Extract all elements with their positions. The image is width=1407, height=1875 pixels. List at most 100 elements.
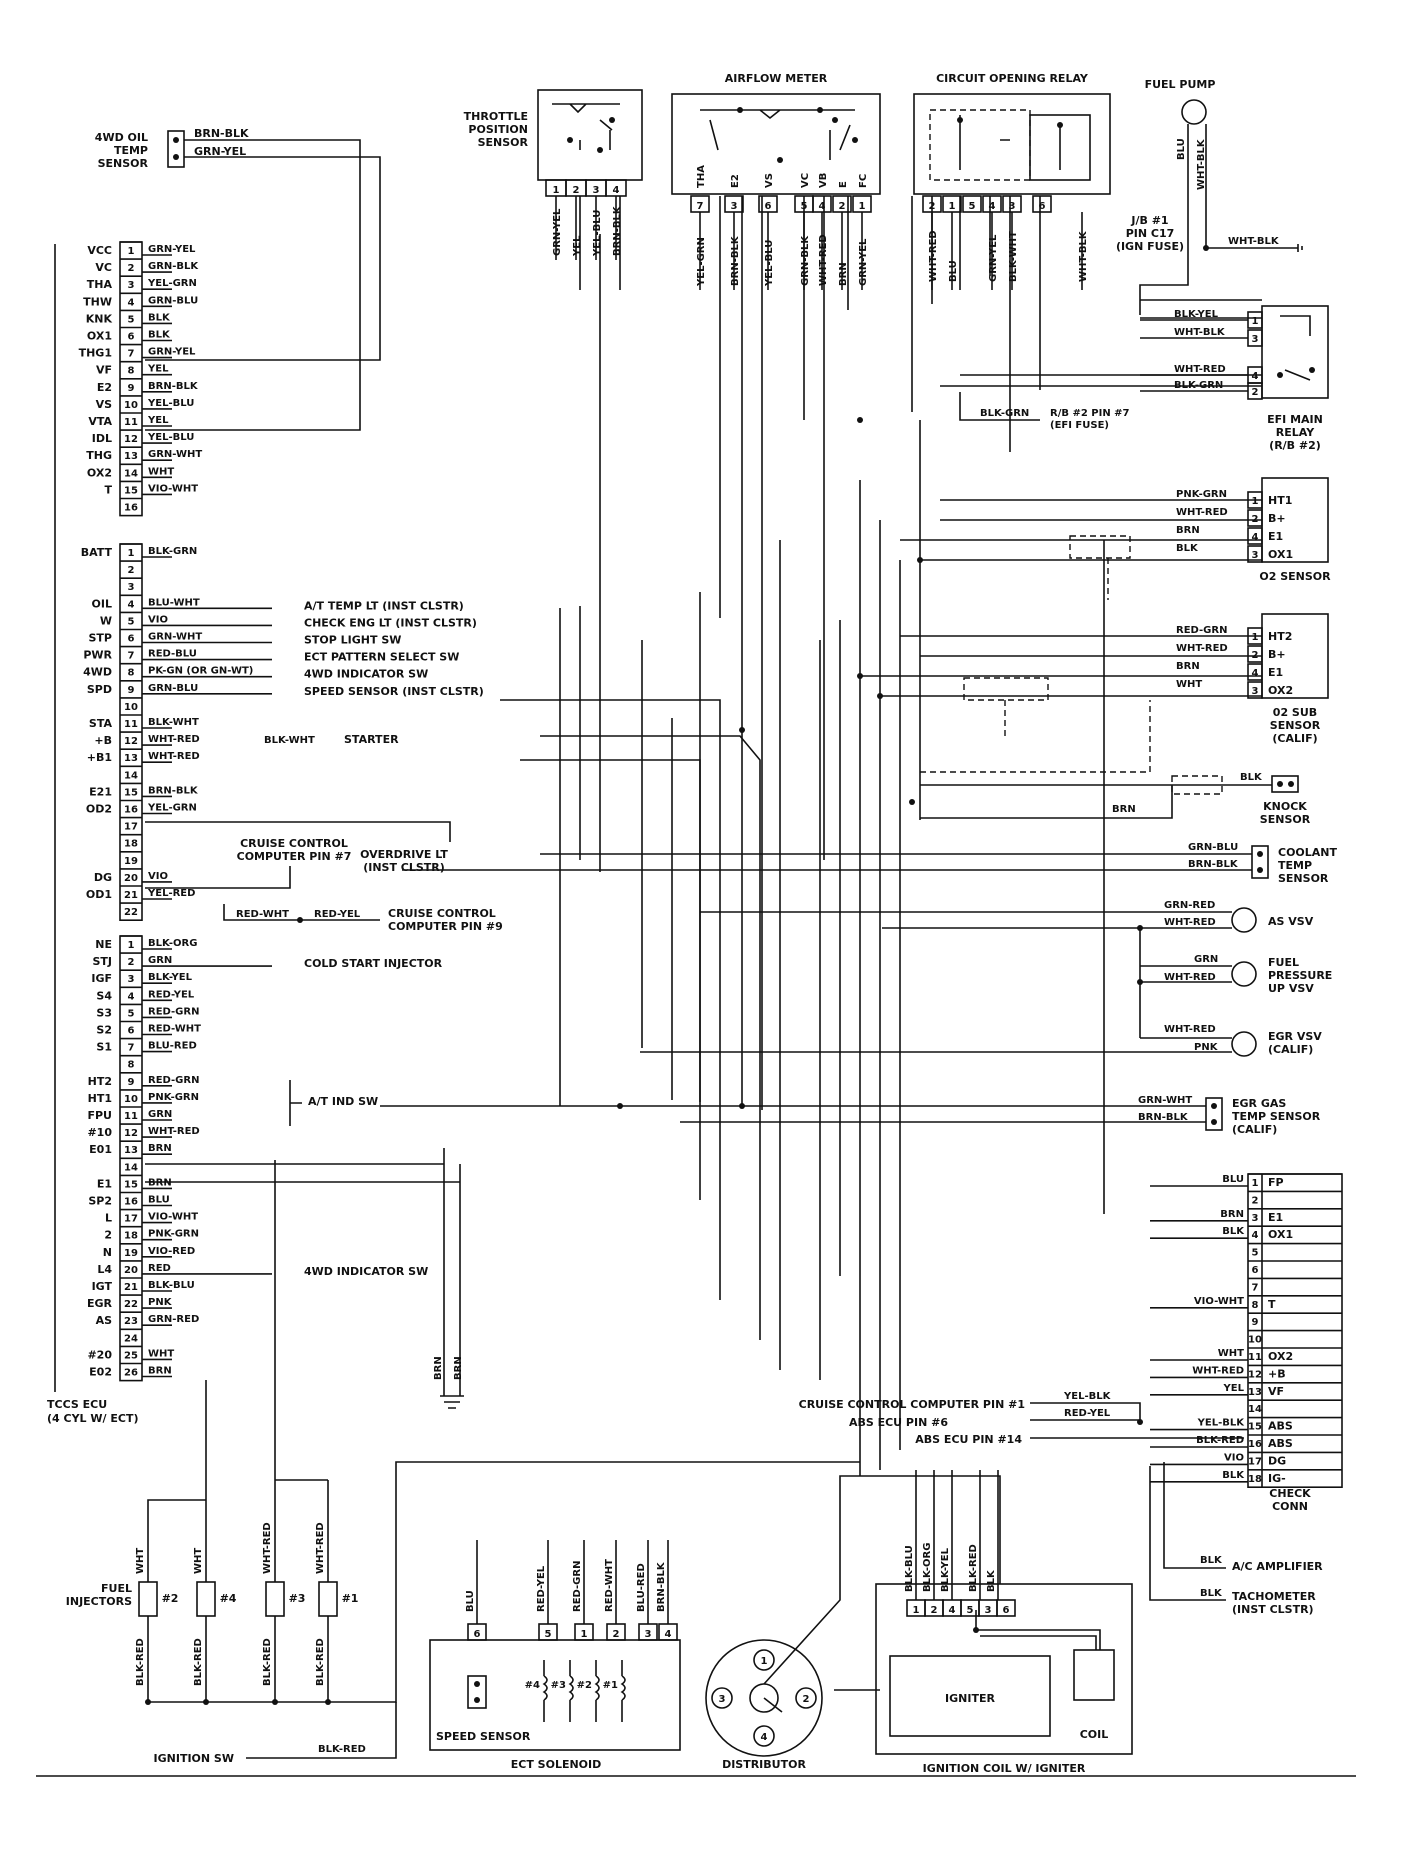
ecu-wire-color: BLK-YEL (148, 972, 193, 983)
tps-label-2: POSITION (468, 123, 528, 136)
fp-vsv-wire-2: WHT-RED (1164, 972, 1216, 983)
ecu-pin-number: 12 (124, 736, 138, 747)
ecu-wire-color: PNK-GRN (148, 1092, 199, 1103)
ecu-wire-color: GRN-RED (148, 1314, 199, 1325)
fuel-pump-ground-wire: WHT-BLK (1228, 236, 1280, 247)
o2-terminal: E1 (1268, 530, 1283, 543)
ecu-wire-color: BRN (148, 1366, 172, 1377)
check-pin-number: 13 (1248, 1387, 1262, 1398)
ecu-signal: SPD (87, 683, 112, 696)
oil-temp-label-3: SENSOR (98, 157, 149, 170)
o2sub-wire-color: BRN (1176, 661, 1200, 672)
ecu-wire-color: BLK-WHT (148, 717, 199, 728)
tps-wire-color: YEL-BLU (592, 210, 603, 257)
egr-temp-label-1: EGR GAS (1232, 1097, 1286, 1110)
inj-label-2: INJECTORS (66, 1595, 132, 1608)
overdrive-label-1: OVERDRIVE LT (360, 848, 448, 861)
ecu-signal: DG (94, 871, 112, 884)
cor-wire-color: WHT-BLK (1078, 230, 1089, 282)
injector-top-wire-color: WHT-RED (262, 1522, 273, 1574)
injector-body (318, 1581, 338, 1617)
igniter-pin-number: 4 (949, 1605, 956, 1616)
ecu-pin-number: 15 (124, 787, 138, 798)
ecu-wire-color: WHT-RED (148, 734, 200, 745)
ecu-wire-color: BLK-ORG (148, 938, 197, 949)
egr-vsv-wire-1: WHT-RED (1164, 1024, 1216, 1035)
ecu-pin-number: 26 (124, 1368, 138, 1379)
ecu-signal: HT1 (88, 1092, 112, 1105)
check-label-2: CONN (1272, 1500, 1308, 1513)
ect-wire-color: RED-WHT (604, 1559, 615, 1612)
igniter-wire-color: BLK-YEL (940, 1547, 951, 1592)
coolant-temp-sensor: GRN-BLU BRN-BLK COOLANT TEMP SENSOR (402, 842, 1338, 885)
ecu-pin-number: 13 (124, 1145, 138, 1156)
ecu-wire-color: BRN (148, 1177, 172, 1188)
o2-pin-number: 1 (1252, 496, 1259, 507)
check-wire-color: VIO (1224, 1452, 1244, 1463)
ecu-wire-color: YEL-RED (147, 888, 195, 899)
cruise9-wire-2: RED-YEL (314, 909, 361, 920)
igniter-pin-number: 5 (967, 1605, 974, 1616)
injector-id: #3 (289, 1592, 306, 1605)
ect-pin-number: 4 (665, 1629, 672, 1640)
ecu-pin-number: 16 (124, 805, 138, 816)
ecu-pin-number: 4 (128, 991, 135, 1002)
ecu-destination: 4WD INDICATOR SW (304, 1265, 428, 1278)
o2sub-terminal: OX2 (1268, 684, 1293, 697)
ect-pin-number: 1 (581, 1629, 588, 1640)
ecu-wire-color: WHT-RED (148, 1126, 200, 1137)
ecu-pin-number: 6 (128, 1026, 135, 1037)
throttle-position-sensor: THROTTLE POSITION SENSOR 1GRN-YEL2YEL3YE… (464, 89, 643, 260)
o2-pin-number: 3 (1252, 550, 1259, 561)
fuel-pump: FUEL PUMP BLU WHT-BLK WHT-BLK J/B #1 PIN… (1116, 78, 1303, 315)
ecu-wire-color: RED-BLU (148, 649, 197, 660)
check-wire-color: BLK-RED (1196, 1435, 1244, 1446)
injector-bottom-wire-color: BLK-RED (262, 1638, 273, 1686)
ecu-pin-number: 9 (128, 685, 135, 696)
check-wire-color: WHT-RED (1192, 1365, 1244, 1376)
check-wire-color: BLU (1222, 1174, 1244, 1185)
distributor-terminal (795, 1687, 817, 1709)
o2sub-wire-color: RED-GRN (1176, 625, 1227, 636)
oil-temp-connector (167, 130, 185, 168)
ecu-signal: VS (96, 398, 113, 411)
ecu-wire-color: PK-GN (OR GN-WT) (148, 666, 253, 677)
o2-pin (1247, 527, 1263, 545)
ecu-signal: E1 (97, 1177, 112, 1190)
cruise9-wire-1: RED-WHT (236, 909, 289, 920)
ecu-signal: E2 (97, 381, 112, 394)
starter-label: STARTER (344, 733, 399, 746)
coolant-label-2: TEMP (1278, 859, 1312, 872)
ect-wire-color: RED-GRN (572, 1561, 583, 1612)
abs14-label: ABS ECU PIN #14 (915, 1433, 1022, 1446)
ecu-pin-number: 4 (128, 599, 135, 610)
injector-id: #4 (220, 1592, 237, 1605)
afm-wire-color: BRN-BLK (730, 235, 741, 286)
efi-label-2: RELAY (1276, 426, 1315, 439)
ect-pin-number: 5 (545, 1629, 552, 1640)
o2sub-pin-number: 4 (1252, 668, 1259, 679)
ecu-pin-number: 4 (128, 297, 135, 308)
ecu-pin-number: 17 (124, 822, 138, 833)
ecu-signal: STJ (92, 955, 112, 968)
tps-wire-color: YEL (572, 235, 583, 257)
distributor-terminal (711, 1687, 733, 1709)
igniter-box-label: IGNITER (945, 1692, 995, 1705)
check-pin-number: 8 (1252, 1300, 1259, 1311)
igniter-wire-color: BLK (986, 1569, 997, 1592)
distributor-number: 3 (719, 1694, 726, 1705)
ecu-pin-number: 7 (128, 349, 135, 360)
injector-units: #2WHTBLK-RED#4WHTBLK-RED#3WHT-REDBLK-RED… (135, 1522, 358, 1705)
ecu-pin-number: 10 (124, 400, 138, 411)
o2sub-terminal: B+ (1268, 648, 1286, 661)
ecu-pin-number: 5 (128, 314, 135, 325)
distributor-number: 1 (761, 1656, 768, 1667)
ign-wire: BLK-RED (318, 1744, 366, 1755)
efi-pin-number: 4 (1252, 371, 1259, 382)
distributor-label: DISTRIBUTOR (722, 1758, 806, 1771)
ecu-wire-color: PNK-GRN (148, 1229, 199, 1240)
afm-wire-color: GRN-BLK (800, 235, 811, 286)
check-pin-number: 4 (1252, 1230, 1259, 1241)
